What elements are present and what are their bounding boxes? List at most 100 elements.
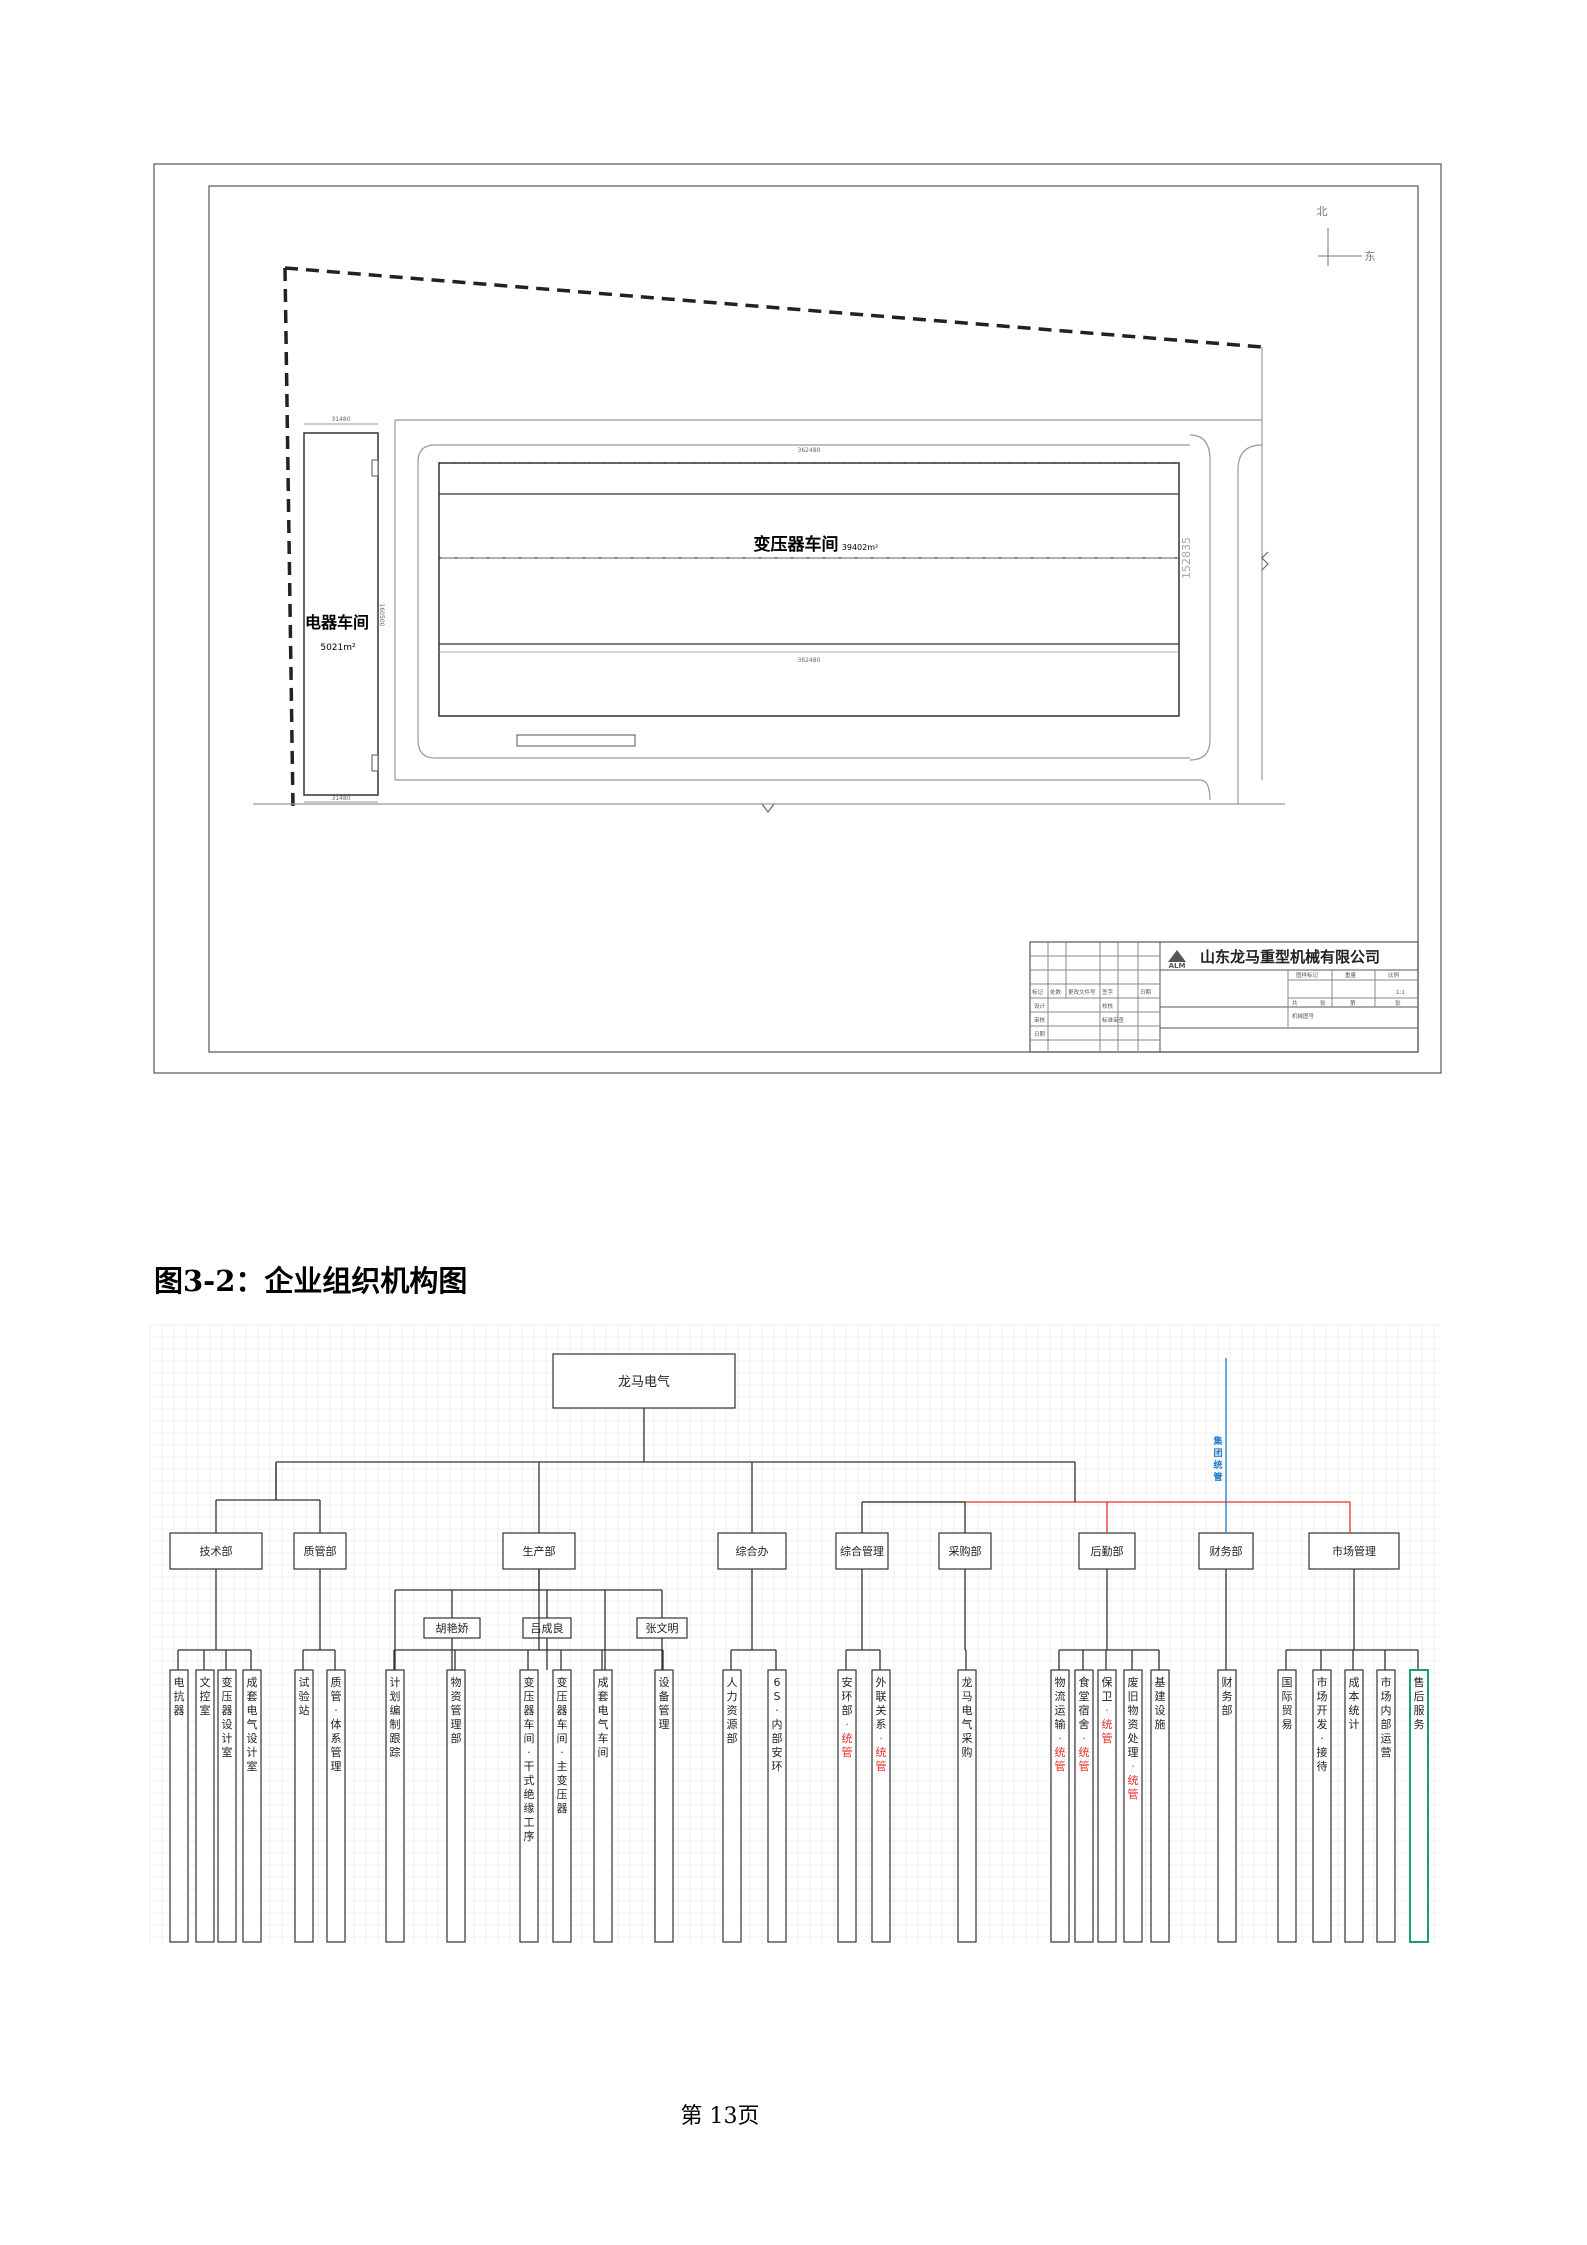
dept-5-label: 采购部: [949, 1544, 982, 1558]
leaf-7-label: 物资管理部: [451, 1675, 462, 1745]
site-plan: 北 东 31480 31480 160500 电器车间 5021m²: [153, 163, 1442, 1074]
tb-cell-5: 设计: [1034, 1002, 1046, 1010]
dept-3-label: 综合办: [736, 1544, 769, 1558]
leaf-2-label: 变压器设计室: [222, 1675, 233, 1759]
leaf-12-box: [722, 1669, 742, 1943]
tb-cell-2: 更改文件号: [1068, 988, 1096, 996]
tb-cell-8: 标准审查: [1102, 1016, 1125, 1024]
leaf-7-box: [446, 1669, 466, 1943]
leaf-25-label: 成本统计: [1349, 1676, 1360, 1731]
title-block: 标记 处数 更改文件号 签字 日期 设计 校核 审核 标准审查 日期 图样标记 …: [1029, 941, 1419, 1053]
transformer-dim-side: 152835: [1180, 537, 1193, 579]
leaf-13-box: [767, 1669, 787, 1943]
leaf-14-box: [837, 1669, 857, 1943]
tb-cell-17: 张: [1395, 999, 1401, 1007]
leaf-6-box: [385, 1669, 405, 1943]
leaf-16-box: [957, 1669, 977, 1943]
electric-dim-side: 160500: [378, 604, 385, 627]
tb-cell-1: 处数: [1050, 988, 1062, 996]
leaf-10-label: 成套电气车间: [598, 1676, 609, 1759]
plan-inner-frame: [208, 185, 1419, 1053]
leaf-19-unified-label: ·统管: [1102, 1704, 1113, 1745]
property-boundary: [284, 266, 1263, 349]
leaf-1-label: 文控室: [200, 1675, 211, 1717]
leaf-19-label: 保卫: [1102, 1675, 1113, 1703]
leaf-24-box: [1312, 1669, 1332, 1943]
leaf-17-unified-label: ·统管: [1055, 1732, 1066, 1773]
transformer-dim-top: 362480: [798, 447, 821, 454]
leaf-17-box: [1050, 1669, 1070, 1943]
leaf-22-box: [1217, 1669, 1237, 1943]
leaf-20-unified-label: ·统管: [1128, 1760, 1139, 1801]
tb-cell-7: 审核: [1034, 1016, 1046, 1024]
company-logo: ALM: [1168, 950, 1186, 970]
tb-cell-3: 签字: [1102, 988, 1114, 996]
leaf-9-box: [552, 1669, 572, 1943]
electric-workshop-area: 5021m²: [320, 643, 356, 653]
leaf-20-box: [1123, 1669, 1143, 1943]
leaf-26-box: [1376, 1669, 1396, 1943]
compass: 北 东: [1317, 205, 1376, 266]
leaf-5-box: [326, 1669, 346, 1943]
leaf-16-label: 龙马电气采购: [962, 1676, 973, 1759]
company-name: 山东龙马重型机械有限公司: [1200, 948, 1380, 966]
leaf-22-label: 财务部: [1222, 1675, 1233, 1717]
tb-cell-15: 张: [1320, 999, 1326, 1007]
dept-7-label: 财务部: [1210, 1544, 1243, 1558]
dept-4-label: 综合管理: [840, 1544, 884, 1558]
root-node-box: [552, 1353, 736, 1409]
dept-0-box: [169, 1532, 263, 1570]
dept-8-box: [1308, 1532, 1400, 1570]
tb-cell-4: 日期: [1140, 989, 1152, 996]
leaf-0-label: 电抗器: [174, 1676, 185, 1717]
group-management-label: 集团统管: [1212, 1435, 1223, 1483]
tb-cell-6: 校核: [1102, 1002, 1114, 1010]
logo-text: ALM: [1169, 962, 1186, 970]
dept-7-box: [1198, 1532, 1254, 1570]
electric-workshop-name: 电器车间: [305, 613, 369, 632]
leaf-24-label: 市场开发·接待: [1317, 1675, 1328, 1773]
electric-dim-top: 31480: [331, 416, 350, 423]
leaf-3-box: [242, 1669, 262, 1943]
electric-workshop: 31480 31480 160500 电器车间 5021m²: [303, 416, 385, 803]
figure-caption: 图3-2：企业组织机构图: [154, 1264, 468, 1298]
root-node-label: 龙马电气: [618, 1374, 670, 1390]
leaf-21-label: 基建设施: [1155, 1676, 1166, 1731]
dept-4-box: [835, 1532, 889, 1570]
tb-cell-16: 第: [1350, 999, 1356, 1007]
leaf-17-label: 物流运输: [1055, 1675, 1066, 1731]
tb-cell-12: 比例: [1388, 971, 1400, 979]
dept-8-label: 市场管理: [1332, 1544, 1376, 1558]
page-number: 第 13页: [680, 2104, 760, 2129]
manager-2-label: 张文明: [646, 1621, 679, 1635]
roads: [253, 347, 1285, 813]
dept-1-label: 质管部: [304, 1544, 337, 1558]
leaf-15-label: 外联关系: [876, 1676, 887, 1731]
leaf-4-label: 试验站: [299, 1676, 310, 1717]
leaf-23-box: [1277, 1669, 1297, 1943]
plan-outer-frame: [153, 163, 1442, 1074]
tb-cell-18: 机械图号: [1292, 1012, 1315, 1020]
leaf-25-box: [1344, 1669, 1364, 1943]
east-label: 东: [1365, 250, 1376, 263]
leaf-10-box: [593, 1669, 613, 1943]
leaf-9-label: 变压器车间·主变压器: [557, 1675, 568, 1815]
leaf-5-label: 质管·体系管理: [331, 1676, 342, 1773]
leaf-2-box: [217, 1669, 237, 1943]
manager-1-label: 吕成良: [531, 1621, 564, 1635]
leaf-18-box: [1074, 1669, 1094, 1943]
leaf-18-unified-label: ·统管: [1079, 1732, 1090, 1773]
dept-6-box: [1078, 1532, 1136, 1570]
transformer-workshop: 362480 362480 152835 变压器车间 39402m²: [438, 447, 1193, 747]
tb-cell-10: 图样标记: [1296, 971, 1319, 979]
leaf-11-label: 设备管理: [659, 1676, 670, 1731]
leaf-8-box: [519, 1669, 539, 1943]
leaf-8-label: 变压器车间·干式绝缘工序: [524, 1675, 535, 1843]
leaf-3-label: 成套电气设计室: [247, 1676, 258, 1773]
leaf-18-label: 食堂宿舍: [1079, 1675, 1090, 1731]
leaf-12-label: 人力资源部: [727, 1676, 738, 1745]
dept-2-label: 生产部: [523, 1544, 556, 1558]
leaf-26-label: 市场内部运营: [1381, 1675, 1392, 1759]
north-label: 北: [1317, 205, 1328, 218]
